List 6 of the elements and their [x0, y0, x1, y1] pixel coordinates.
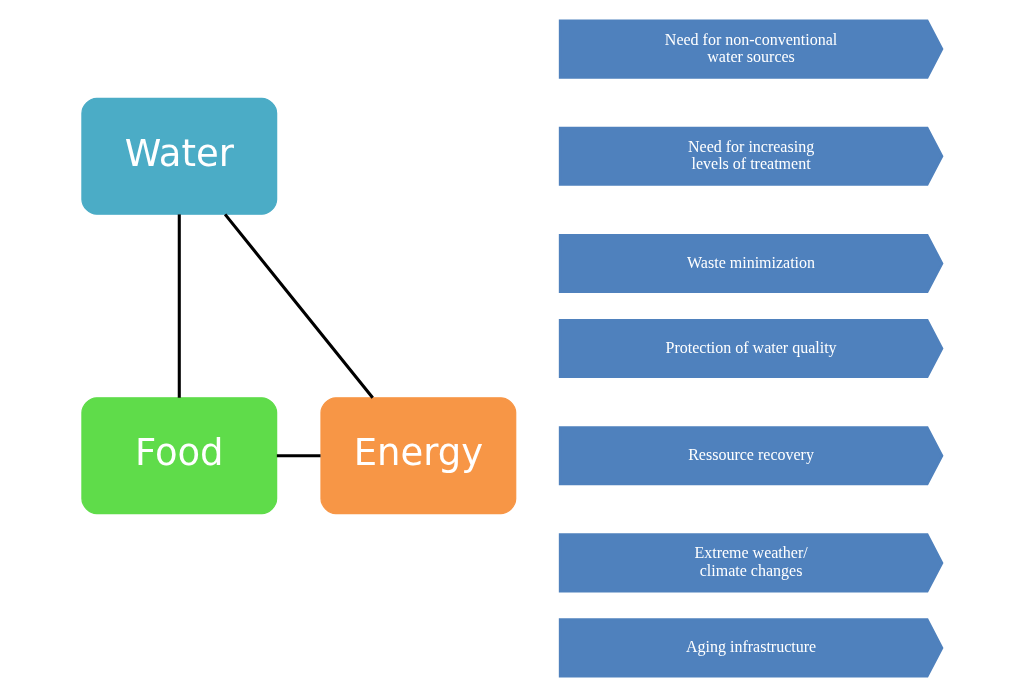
connector — [223, 213, 374, 399]
node-box: Energy — [320, 397, 517, 515]
connector — [276, 454, 321, 458]
connector — [177, 214, 181, 398]
node-box: Water — [81, 97, 278, 215]
node-box: Food — [81, 397, 278, 515]
